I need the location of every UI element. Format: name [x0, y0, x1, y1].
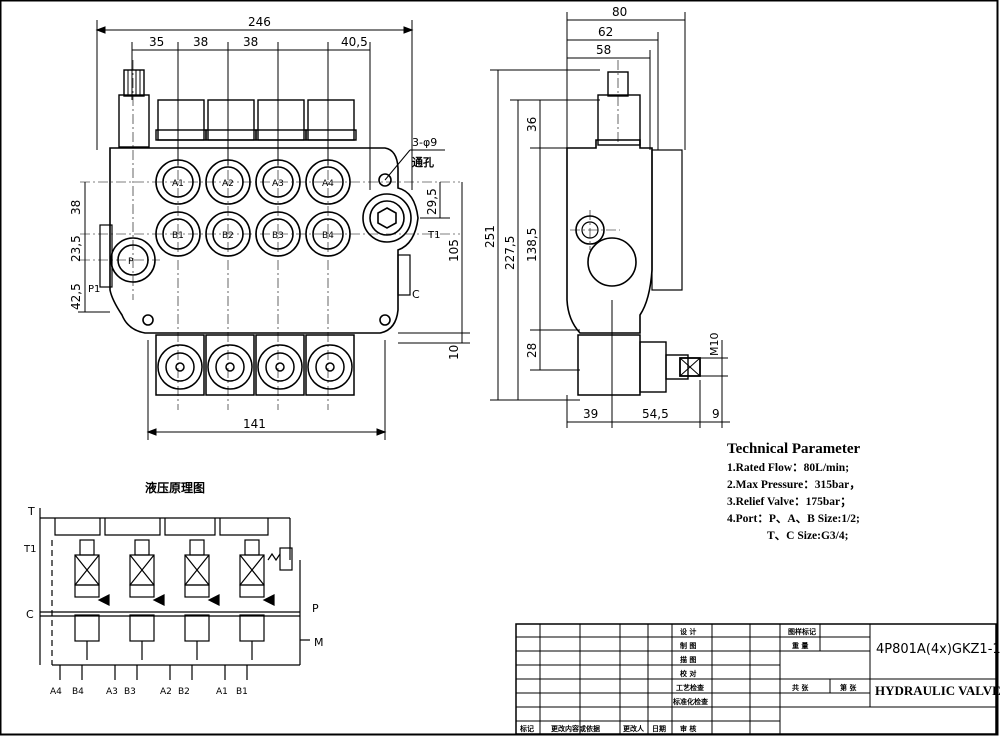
technical-parameter: Technical Parameter 1.Rated Flow：80L/min… [727, 441, 987, 545]
hole-note-cn: 通孔 [412, 156, 434, 169]
side-dim-251: 251 [483, 225, 497, 248]
port-label-a2: A2 [222, 179, 234, 189]
tb-design: 设 计 [680, 627, 696, 636]
dim-top-38a: 38 [193, 35, 208, 49]
port-label-a1: A1 [172, 179, 184, 189]
hydraulic-schematic: T T1 C P M A4 B4 A3 B3 A2 B2 A1 B1 [23, 505, 324, 697]
side-dim-28: 28 [525, 343, 539, 358]
schem-label-t: T [27, 505, 35, 518]
port-label-c: C [412, 288, 420, 301]
tb-draw: 制 图 [680, 641, 696, 650]
tb-total: 共 张 [792, 683, 809, 692]
port-label-b3: B3 [272, 231, 284, 241]
schem-label-m: M [314, 636, 324, 649]
dim-top-246: 246 [248, 15, 271, 29]
port-label-p1: P1 [88, 284, 100, 295]
tb-trace: 描 图 [680, 655, 696, 664]
side-dim-227-5: 227,5 [503, 236, 517, 270]
schem-port-b2: B2 [178, 687, 190, 697]
tb-weight: 重 量 [792, 641, 808, 650]
side-dim-m10: M10 [708, 333, 721, 357]
tb-change: 更改内容或依据 [551, 724, 600, 733]
side-view: 80 62 58 251 227,5 36 138,5 28 [483, 5, 730, 428]
tech-line-2: 2.Max Pressure：315bar， [727, 479, 861, 491]
side-dim-9: 9 [712, 407, 720, 421]
tech-title: Technical Parameter [727, 441, 861, 457]
dim-left-38: 38 [69, 200, 83, 215]
side-dim-58: 58 [596, 43, 611, 57]
tb-sheet: 第 张 [840, 683, 857, 692]
port-label-a4: A4 [322, 179, 334, 189]
dim-top-35: 35 [149, 35, 164, 49]
port-label-p: P [128, 257, 134, 267]
schem-port-a1: A1 [216, 687, 228, 697]
schematic-title: 液压原理图 [145, 481, 206, 495]
tech-line-1: 1.Rated Flow：80L/min; [727, 462, 850, 474]
schem-port-a4: A4 [50, 687, 62, 697]
schem-label-c: C [26, 608, 34, 621]
schem-port-a3: A3 [106, 687, 118, 697]
dim-right-105: 105 [447, 239, 461, 262]
schem-label-p: P [312, 602, 319, 615]
port-label-t1: T1 [427, 230, 440, 241]
port-label-b4: B4 [322, 231, 334, 241]
schem-port-b4: B4 [72, 687, 84, 697]
dim-left-42-5: 42,5 [69, 283, 83, 310]
port-label-b2: B2 [222, 231, 234, 241]
schem-label-t1: T1 [23, 544, 36, 555]
side-dim-138-5: 138,5 [525, 228, 539, 262]
tech-line-4: 4.Port：P、A、B Size:1/2; [727, 513, 860, 525]
title-block: 设 计 制 图 描 图 校 对 工艺检查 标准化检查 审 核 标记 更改内容或依… [515, 623, 1000, 735]
schem-port-a2: A2 [160, 687, 172, 697]
tb-standard: 标准化检查 [672, 697, 709, 706]
tb-mark: 标记 [519, 724, 534, 733]
hole-note: 3-φ9 [412, 136, 437, 149]
tb-date: 日期 [652, 724, 666, 733]
dim-top-38b: 38 [243, 35, 258, 49]
tb-changer: 更改人 [623, 724, 645, 733]
side-dim-80: 80 [612, 5, 627, 19]
tb-stage-mark: 图样标记 [788, 627, 816, 636]
side-dim-36: 36 [525, 117, 539, 132]
dim-bottom-141: 141 [243, 417, 266, 431]
dim-left-23-5: 23,5 [69, 235, 83, 262]
dim-top-40-5: 40,5 [341, 35, 368, 49]
side-dim-54-5: 54,5 [642, 407, 669, 421]
port-label-a3: A3 [272, 179, 284, 189]
side-dim-62: 62 [598, 25, 613, 39]
tb-check: 校 对 [680, 669, 696, 678]
side-dim-39: 39 [583, 407, 598, 421]
schem-port-b1: B1 [236, 687, 248, 697]
tb-part-number: 4P801A(4x)GKZ1-11 [876, 642, 1000, 657]
tb-review: 审 核 [680, 724, 696, 733]
tech-line-3: 3.Relief Valve：175bar； [727, 496, 852, 508]
port-label-b1: B1 [172, 231, 184, 241]
tb-name: HYDRAULIC VALVE [875, 683, 1000, 698]
front-view: 246 35 38 38 40,5 [69, 15, 470, 440]
dim-right-10: 10 [447, 345, 461, 360]
dim-right-29-5: 29,5 [425, 188, 439, 215]
tech-line-5: T、C Size:G3/4; [767, 530, 849, 542]
tb-process: 工艺检查 [676, 683, 705, 692]
schem-port-b3: B3 [124, 687, 136, 697]
